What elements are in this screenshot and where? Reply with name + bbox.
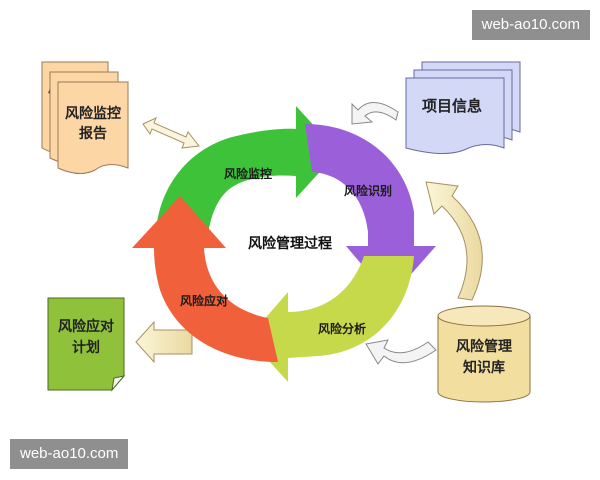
project-info-label: 项目信息 bbox=[422, 97, 482, 115]
knowledge-base-up-arrow bbox=[425, 181, 483, 301]
response-plan-line2: 计划 bbox=[72, 339, 100, 356]
segment-label-identification: 风险识别 bbox=[344, 183, 392, 198]
project-info-document: 项目信息 bbox=[405, 61, 521, 154]
report-double-arrow bbox=[142, 117, 200, 149]
response-plan-document: 风险应对 计划 bbox=[47, 297, 126, 392]
segment-label-analysis: 风险分析 bbox=[318, 321, 366, 336]
response-plan-line1: 风险应对 bbox=[58, 318, 114, 335]
monitoring-report-document: 风 风险监控 报告 bbox=[41, 61, 129, 174]
segment-risk-identification bbox=[305, 124, 436, 298]
segment-risk-monitoring bbox=[156, 106, 338, 234]
monitoring-report-line1: 风险监控 bbox=[65, 105, 121, 122]
segment-label-response: 风险应对 bbox=[180, 293, 228, 308]
knowledge-base-line2: 知识库 bbox=[463, 359, 505, 376]
segment-risk-analysis bbox=[248, 256, 414, 382]
cycle-center-label: 风险管理过程 bbox=[248, 235, 332, 252]
knowledge-base-cylinder: 风险管理 知识库 bbox=[437, 305, 531, 403]
monitoring-report-line2: 报告 bbox=[79, 125, 107, 142]
project-info-curved-arrow bbox=[351, 102, 399, 125]
knowledge-base-line1: 风险管理 bbox=[456, 338, 512, 355]
segment-label-monitoring: 风险监控 bbox=[224, 166, 272, 181]
cycle-segments bbox=[132, 106, 436, 382]
response-plan-arrow bbox=[135, 320, 193, 364]
watermark-top: web-ao10.com bbox=[471, 10, 590, 40]
watermark-bottom: web-ao10.com bbox=[10, 439, 129, 469]
segment-risk-response bbox=[132, 196, 278, 362]
knowledge-base-left-arrow bbox=[365, 339, 437, 365]
